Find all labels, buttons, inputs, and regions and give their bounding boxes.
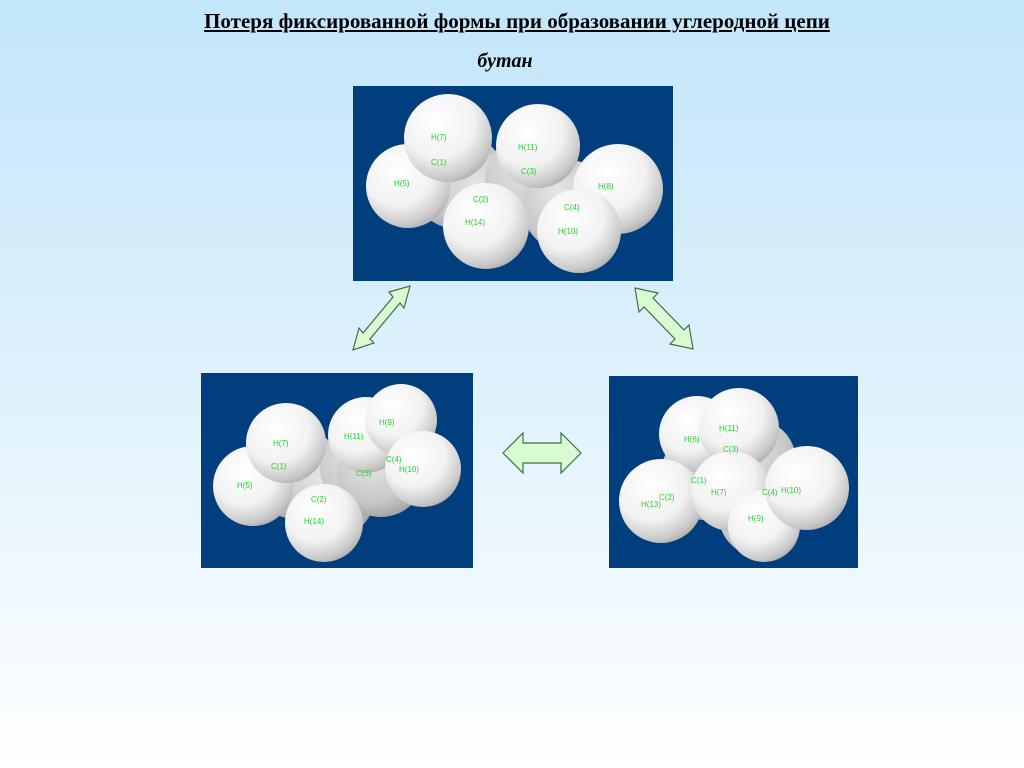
atom-label: C(1) xyxy=(431,158,447,167)
atom-label: H(5) xyxy=(394,179,410,188)
space-filling-model-right: H(11) H(6) C(3) C(1) H(7) C(4) H(10) C(2… xyxy=(619,388,849,562)
slide-title: Потеря фиксированной формы при образован… xyxy=(204,9,830,33)
atom-label: H(8) xyxy=(598,182,614,191)
atom-label: H(7) xyxy=(273,439,289,448)
atom-label: H(11) xyxy=(719,424,739,433)
molecule-name: бутан xyxy=(477,50,533,72)
molecule-model-right: H(11) H(6) C(3) C(1) H(7) C(4) H(10) C(2… xyxy=(609,376,858,568)
atom-label: C(2) xyxy=(473,195,489,204)
molecule-model-left: H(7) C(1) H(11) H(9) H(5) C(4) C(3) H(10… xyxy=(201,373,473,568)
atom-sphere xyxy=(496,104,580,188)
atom-label: H(7) xyxy=(711,488,727,497)
space-filling-model-top: H(7) C(1) H(11) C(3) H(5) C(2) H(8) C(4)… xyxy=(366,94,663,273)
atom-label: H(5) xyxy=(237,481,253,490)
atom-sphere xyxy=(246,403,326,483)
atom-label: H(14) xyxy=(465,218,485,227)
atom-label: H(6) xyxy=(684,435,700,444)
atom-sphere xyxy=(537,189,621,273)
atom-sphere xyxy=(619,459,703,543)
atom-label: H(10) xyxy=(399,465,419,474)
atom-label: C(1) xyxy=(271,462,287,471)
atom-label: H(11) xyxy=(518,143,538,152)
atom-sphere xyxy=(765,446,849,530)
atom-label: H(10) xyxy=(558,227,578,236)
arrow-top-right xyxy=(634,287,694,350)
atom-label: C(3) xyxy=(723,445,739,454)
atom-sphere xyxy=(285,484,363,562)
atom-label: C(2) xyxy=(659,493,675,502)
atom-sphere xyxy=(385,431,461,507)
atom-label: H(9) xyxy=(379,418,395,427)
molecule-model-top: H(7) C(1) H(11) C(3) H(5) C(2) H(8) C(4)… xyxy=(353,86,673,281)
atom-label: H(9) xyxy=(748,514,764,523)
atom-sphere xyxy=(699,388,779,468)
atom-label: C(3) xyxy=(356,469,372,478)
atom-sphere xyxy=(443,183,529,269)
arrow-bottom xyxy=(502,431,582,475)
atom-label: C(4) xyxy=(386,455,402,464)
space-filling-model-left: H(7) C(1) H(11) H(9) H(5) C(4) C(3) H(10… xyxy=(213,384,461,562)
atom-label: H(11) xyxy=(344,432,364,441)
atom-label: C(1) xyxy=(691,476,707,485)
atom-sphere xyxy=(404,94,492,182)
atom-label: C(3) xyxy=(521,167,537,176)
atom-label: H(13) xyxy=(641,500,661,509)
arrow-top-left xyxy=(352,285,411,351)
atom-label: C(4) xyxy=(564,203,580,212)
atom-label: C(4) xyxy=(762,488,778,497)
atom-label: C(2) xyxy=(311,495,327,504)
atom-label: H(7) xyxy=(431,133,447,142)
atom-label: H(14) xyxy=(304,517,324,526)
atom-label: H(10) xyxy=(781,486,801,495)
